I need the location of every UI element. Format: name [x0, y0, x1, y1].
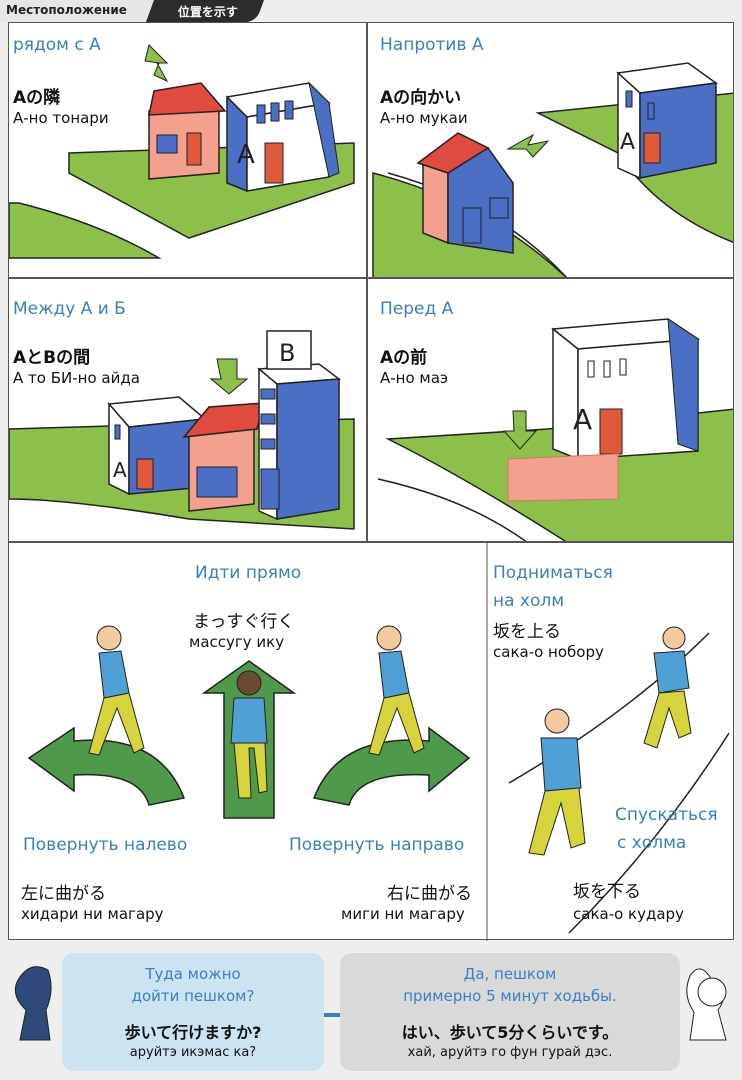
panel-opposite: A Напротив А Aの向かい А-но мукаи	[367, 22, 734, 278]
left-ru: хидари ни магару	[21, 905, 164, 923]
tab-right: 位置を示す	[145, 0, 265, 22]
tab-right-label: 位置を示す	[177, 5, 238, 19]
straight-jp: まっすぐ行く	[193, 612, 295, 632]
tab-left: Местоположение	[0, 0, 170, 22]
answer-ru: хай, аруйтэ го фун гурай дэс.	[407, 1045, 613, 1060]
between-jp: AとBの間	[13, 348, 91, 368]
question-line1: Туда можно	[145, 965, 241, 983]
panel-between: A B Между А и Б AとBの間 А то БИ-но айда	[8, 278, 367, 542]
opposite-ru: А-но мукаи	[380, 109, 468, 127]
question-ru: аруйтэ икэмас ка?	[129, 1045, 257, 1060]
opposite-building-sign: A	[620, 130, 635, 155]
tab-left-label: Местоположение	[6, 3, 127, 17]
front-building-sign: A	[573, 403, 592, 436]
down-ru: сака-о кудару	[573, 905, 684, 923]
question-bubble: Туда можно дойти пешком? 歩いて行けますか? аруйт…	[62, 953, 324, 1071]
up-jp: 坂を上る	[493, 622, 561, 642]
straight-title: Идти прямо	[195, 563, 302, 583]
opposite-illustration: A	[372, 62, 733, 277]
answer-bubble: Да, пешком примерно 5 минут ходьбы. はい、歩…	[340, 953, 680, 1071]
up-title-line1: Подниматься	[493, 563, 613, 583]
between-title: Между А и Б	[13, 299, 126, 319]
question-line2: дойти пешком?	[131, 987, 255, 1005]
next-to-jp: Aの隣	[13, 88, 61, 108]
front-title: Перед А	[380, 299, 454, 319]
left-jp: 左に曲がる	[21, 884, 106, 904]
up-ru: сака-о нобору	[493, 643, 604, 661]
front-ru: А-но маэ	[380, 369, 449, 387]
walking-illustration	[27, 543, 730, 941]
front-jp: Aの前	[380, 348, 428, 368]
up-title-line2: на холм	[493, 591, 565, 611]
down-title-line2: с холма	[617, 833, 687, 853]
opposite-title: Напротив А	[380, 35, 484, 55]
next-to-ru: А-но тонари	[13, 109, 109, 127]
next-to-illustration: A	[9, 44, 355, 259]
between-illustration: A B	[9, 330, 355, 530]
opposite-jp: Aの向かい	[380, 88, 462, 108]
dialog-illustration	[14, 966, 727, 1041]
building-sign: A	[237, 140, 255, 170]
question-jp: 歩いて行けますか?	[124, 1023, 262, 1042]
right-ru: миги ни магару	[341, 905, 465, 923]
section-tab: Местоположение 位置を示す	[0, 0, 265, 22]
next-to-title: рядом с А	[13, 35, 101, 55]
between-ru: А то БИ-но айда	[13, 369, 140, 387]
front-illustration: A	[377, 318, 733, 541]
answer-line2: примерно 5 минут ходьбы.	[403, 987, 617, 1005]
panel-front: A Перед А Aの前 А-но маэ	[367, 278, 734, 542]
location-grid: A рядом с А Aの隣 А-но тонари A Напротив А	[8, 22, 734, 542]
right-jp: 右に曲がる	[387, 884, 472, 904]
right-title: Повернуть направо	[289, 835, 465, 855]
down-title-line1: Спускаться	[615, 805, 718, 825]
answer-line1: Да, пешком	[463, 965, 557, 983]
between-sign-b: B	[279, 339, 295, 367]
down-jp: 坂を下る	[573, 882, 641, 902]
between-sign-a: A	[113, 458, 127, 482]
answer-jp: はい、歩いて5分くらいです。	[401, 1023, 619, 1042]
left-title: Повернуть налево	[23, 835, 188, 855]
straight-ru: массугу ику	[189, 633, 285, 651]
walking-panel: Идти прямо まっすぐ行く массугу ику Повернуть …	[8, 542, 734, 941]
panel-next-to: A рядом с А Aの隣 А-но тонари	[8, 22, 367, 278]
